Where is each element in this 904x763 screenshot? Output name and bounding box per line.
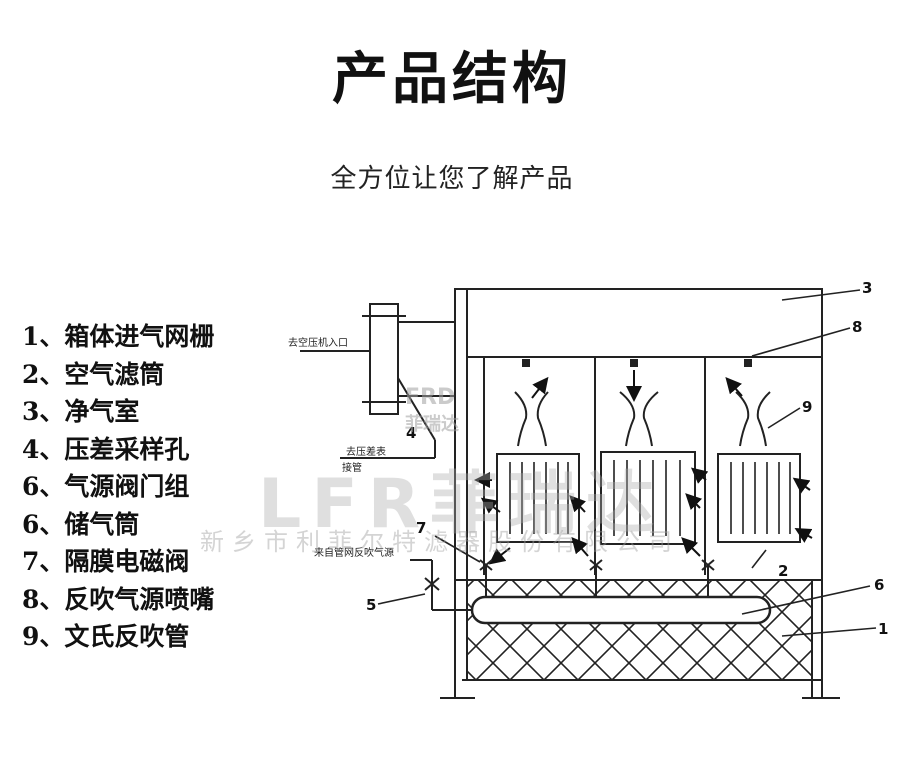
legend-item: 1、箱体进气网栅	[22, 318, 214, 356]
legend-item: 8、反吹气源喷嘴	[22, 581, 214, 619]
callout-number: 9	[802, 398, 812, 416]
legend-label: 净气室	[64, 397, 140, 426]
callout-number: 7	[416, 519, 426, 537]
legend-number: 9、	[22, 622, 65, 651]
callout-leaders	[377, 289, 877, 637]
legend-item: 7、隔膜电磁阀	[22, 543, 214, 581]
legend-item: 4、压差采样孔	[22, 431, 214, 469]
legend-number: 6、	[22, 509, 65, 539]
legend-label: 压差采样孔	[64, 434, 190, 464]
callout-number: 3	[862, 279, 872, 297]
compressor-inlet-label: 去空压机入口	[288, 336, 348, 349]
parts-legend: 1、箱体进气网栅 2、空气滤筒 3、净气室 4、压差采样孔 6、气源阀门组 6、…	[22, 318, 214, 656]
legend-item: 3、净气室	[22, 393, 214, 431]
callout-number: 6	[874, 576, 884, 594]
callout-number: 1	[878, 620, 888, 638]
callout-number: 4	[406, 424, 416, 442]
pressure-gauge-label: 去压差表	[346, 445, 386, 458]
callout-number: 8	[852, 318, 862, 336]
diaphragm-valves	[479, 559, 715, 597]
legend-item: 6、储气筒	[22, 506, 214, 544]
pulse-source-label: 来自管网反吹气源	[314, 546, 394, 559]
legend-number: 7、	[22, 547, 65, 576]
legend-label: 箱体进气网栅	[64, 322, 215, 351]
blowback-nozzle	[522, 359, 752, 367]
legend-label: 气源阀门组	[64, 472, 190, 501]
legend-number: 6、	[22, 472, 65, 501]
callout-number: 2	[778, 562, 788, 580]
legend-label: 隔膜电磁阀	[64, 547, 190, 576]
legend-item: 9、文氏反吹管	[22, 618, 214, 656]
legend-item: 6、气源阀门组	[22, 468, 214, 506]
air-feed-pipe	[410, 559, 472, 611]
airflow-arrows	[474, 370, 813, 565]
legend-item: 2、空气滤筒	[22, 356, 214, 394]
legend-number: 3、	[22, 397, 65, 426]
legend-number: 4、	[22, 434, 65, 464]
venturi-tube	[514, 391, 771, 447]
legend-label: 空气滤筒	[64, 359, 165, 389]
legend-number: 1、	[22, 322, 65, 351]
legend-label: 反吹气源喷嘴	[64, 584, 215, 614]
legend-number: 8、	[22, 584, 65, 614]
pressure-sample-port	[300, 303, 455, 459]
legend-label: 储气筒	[64, 509, 140, 539]
tube-label: 接管	[342, 461, 362, 474]
page-title: 产品结构	[332, 47, 572, 112]
legend-label: 文氏反吹管	[64, 622, 190, 651]
legend-number: 2、	[22, 359, 65, 389]
page-subtitle: 全方位让您了解产品	[330, 164, 574, 194]
air-storage-tank	[470, 595, 772, 625]
callout-number: 5	[366, 596, 376, 614]
inlet-grille	[466, 579, 813, 681]
